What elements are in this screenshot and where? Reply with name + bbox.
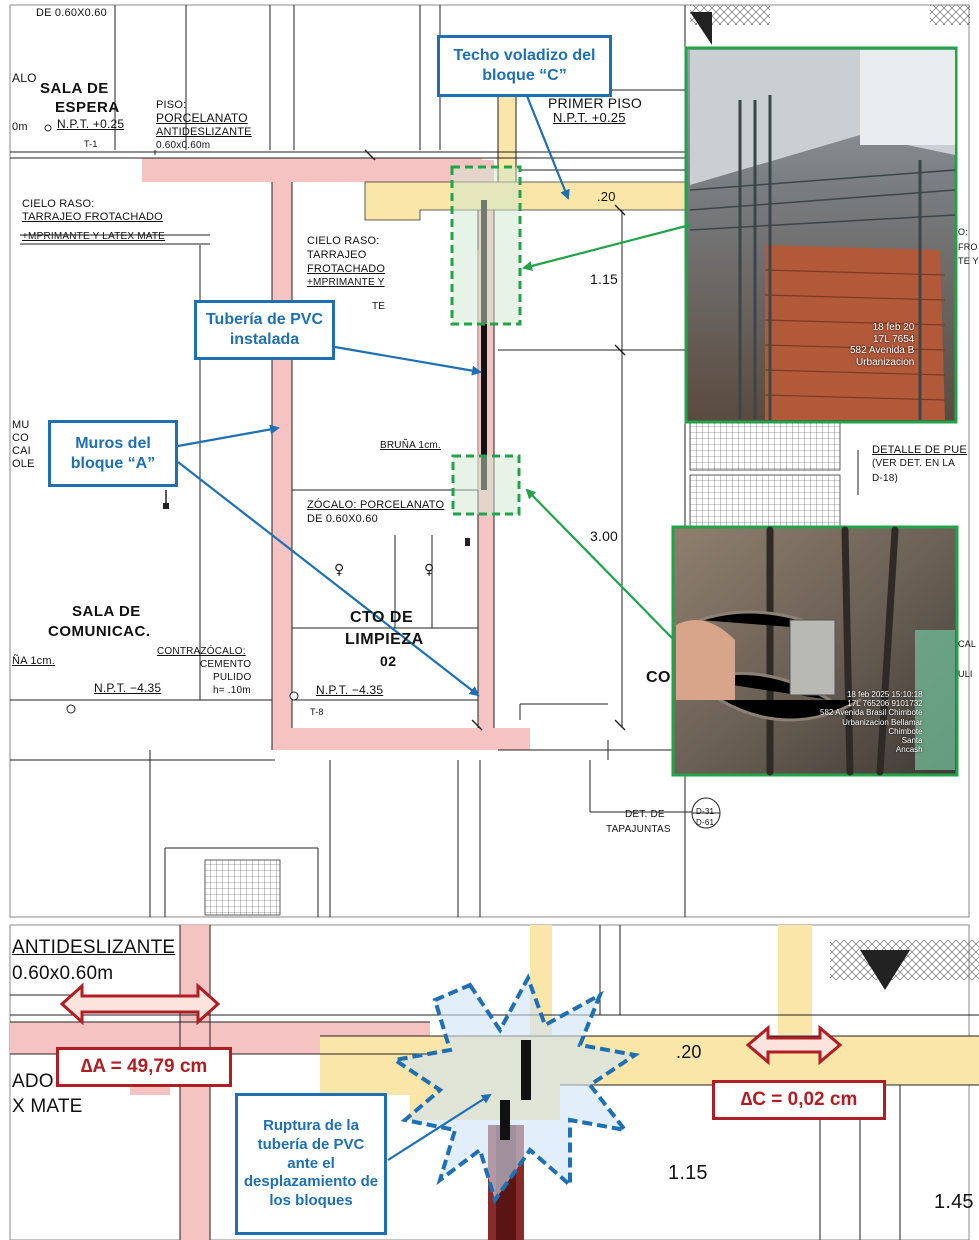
delta-c-double-arrow <box>745 1024 843 1066</box>
label-t8: T-8 <box>310 707 324 717</box>
label-contrazocalo-4: h= .10m <box>213 685 251 696</box>
label-zocalo-2: DE 0.60X0.60 <box>307 513 378 525</box>
photo2-stamp-line: 18 feb 2025 15:10:18 <box>846 690 923 699</box>
label-antideslizante: ANTIDESLIZANTE <box>156 126 252 138</box>
label-detalle-2: (VER DET. EN LA <box>872 458 956 469</box>
label-dim-top: DE 0.60X0.60 <box>36 7 107 19</box>
label-dim-115: 1.15 <box>590 271 619 287</box>
label-npt-primer: N.P.T. +0.25 <box>553 110 626 125</box>
photo2-stamp-line: 582 Avenida Brasil Chimbote <box>820 708 923 718</box>
label-det-d61: D-61 <box>696 818 715 827</box>
label-bruna: BRUÑA 1cm. <box>380 440 441 451</box>
label-contrazocalo-3: PULIDO <box>213 672 252 683</box>
label-sala-com-2: COMUNICAC. <box>48 623 151 640</box>
label-primer-piso: PRIMER PISO <box>548 95 642 111</box>
photo2-stamp-line: Urbanizacion Bellamar <box>842 717 923 727</box>
label-bottom-dim-115: 1.15 <box>668 1162 708 1184</box>
photo2-stamp-line: 17L 765206 9101732 <box>847 699 923 709</box>
label-edge-o: O: <box>958 227 968 237</box>
callout-techo-voladizo: Techo voladizo del bloque “C” <box>437 35 612 97</box>
label-npt-left: N.P.T. −4.35 <box>94 681 162 695</box>
label-det-1: DET. DE <box>625 809 665 820</box>
label-edge-uli: ULI <box>958 669 973 679</box>
photo2-stamp-line: Ancash <box>895 745 923 755</box>
label-cto-3: 02 <box>380 653 397 669</box>
svg-text:♀: ♀ <box>424 562 434 578</box>
label-t1: T-1 <box>84 139 98 149</box>
label-cielo-mid-3: FROTACHADO <box>307 263 386 275</box>
photo1-stamp-line: Urbanizacion <box>855 356 915 368</box>
label-alo: ALO <box>12 71 37 85</box>
photo1-stamp: 18 feb 20 17L 7654 582 Avenida B Urbaniz… <box>850 322 914 368</box>
rupture-burst <box>389 973 641 1205</box>
delta-a-double-arrow <box>59 982 221 1026</box>
label-cielo-mid-2: TARRAJEO <box>307 249 367 261</box>
label-cielo-left-2: TARRAJEO FROTACHADO <box>22 211 163 223</box>
label-det-d31: D-31 <box>696 807 715 816</box>
label-bottom-dim-145: 1.45 <box>934 1191 974 1213</box>
label-edge-fro: FRO <box>958 242 978 252</box>
label-cielo-left-1: CIELO RASO: <box>22 198 95 210</box>
label-sala-espera-2: ESPERA <box>55 99 120 116</box>
label-om: 0m <box>12 121 28 133</box>
label-contrazocalo-1: CONTRAZÓCALO: <box>157 646 246 657</box>
label-bottom-x-mate: X MATE <box>12 1096 83 1117</box>
label-bruna-left: ÑA 1cm. <box>12 655 55 667</box>
callout-tuberia-pvc: Tubería de PVC instalada <box>194 300 335 360</box>
photo1-stamp-line: 582 Avenida B <box>850 345 915 356</box>
label-dim-020: .20 <box>597 189 616 204</box>
label-edge-cal: CAL <box>958 639 977 649</box>
photo1-stamp-line: 18 feb 20 <box>872 322 915 333</box>
callout-ruptura-tuberia: Ruptura de la tubería de PVC ante el des… <box>235 1093 387 1235</box>
label-piso: PISO: <box>156 99 187 111</box>
label-zocalo-1: ZÓCALO: PORCELANATO <box>307 499 445 511</box>
label-cto-2: LIMPIEZA <box>345 631 424 648</box>
label-bottom-dim-020: .20 <box>676 1042 702 1062</box>
top-panel: ♀ ♀ <box>9 4 970 918</box>
label-cto-1: CTO DE <box>350 609 414 626</box>
construction-photo-bottom <box>671 525 959 777</box>
green-highlight-top <box>450 165 522 326</box>
label-npt-espera: N.P.T. +0.25 <box>57 117 125 131</box>
label-det-2: TAPAJUNTAS <box>606 824 671 835</box>
pink-wall-base <box>272 728 530 750</box>
label-mu-2: CO <box>12 432 29 444</box>
label-dim-300: 3.00 <box>590 528 619 544</box>
pink-wall-horizontal <box>142 158 482 182</box>
label-piso-dim: 0.60x0.60m <box>156 140 211 151</box>
label-mu-3: CAI <box>12 445 31 457</box>
photo2-stamp: 18 feb 2025 15:10:18 17L 765206 9101732 … <box>820 690 923 754</box>
photo2-stamp-line: Chimbote <box>888 726 923 736</box>
label-bottom-ado: ADO <box>12 1071 54 1092</box>
label-npt-mid: N.P.T. −4.35 <box>316 683 384 697</box>
construction-photo-top <box>684 46 958 424</box>
label-sala-com-1: SALA DE <box>72 603 141 620</box>
label-cielo-left-3: +MPRIMANTE Y LATEX MATE <box>22 231 166 242</box>
label-co: CO <box>646 669 671 686</box>
label-mu-4: OLE <box>12 458 35 470</box>
delta-c-label: ∆C = 0,02 cm <box>712 1080 886 1120</box>
callout-muros-bloque-a: Muros del bloque “A” <box>48 420 178 487</box>
delta-a-label: ∆A = 49,79 cm <box>56 1047 232 1087</box>
label-detalle-1: DETALLE DE PUE <box>872 444 967 456</box>
label-cielo-mid-5: TE <box>372 301 386 312</box>
label-bottom-dim: 0.60x0.60m <box>12 963 114 984</box>
label-cielo-mid-4: +MPRIMANTE Y <box>307 277 385 288</box>
label-mu-1: MU <box>12 419 30 431</box>
label-sala-espera-1: SALA DE <box>40 80 109 97</box>
green-highlight-bottom <box>451 454 521 516</box>
label-cielo-mid-1: CIELO RASO: <box>307 235 380 247</box>
label-contrazocalo-2: CEMENTO <box>200 659 252 670</box>
pink-wall-vertical <box>272 158 292 750</box>
label-porcelanato: PORCELANATO <box>156 111 248 125</box>
label-edge-tey: TE Y <box>958 256 979 266</box>
label-bottom-antideslizante: ANTIDESLIZANTE <box>12 937 176 958</box>
label-detalle-3: D-18) <box>872 473 899 484</box>
photo1-stamp-line: 17L 7654 <box>872 333 915 345</box>
photo2-stamp-line: Santa <box>901 735 923 745</box>
svg-text:♀: ♀ <box>334 562 344 578</box>
